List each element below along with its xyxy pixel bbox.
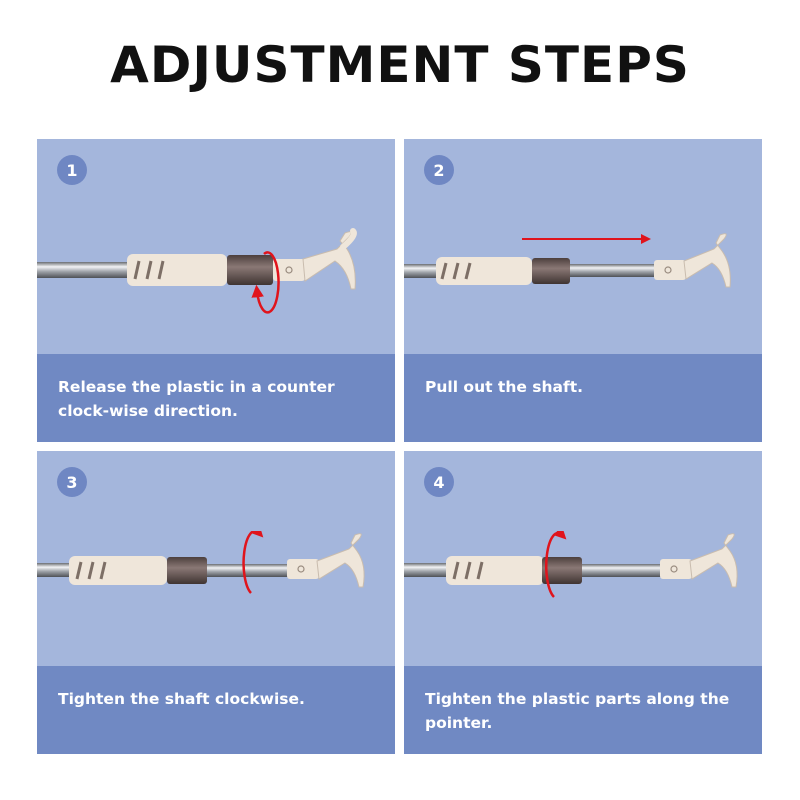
clockwise-rotation-arrow-icon — [545, 531, 567, 598]
step-1-caption: Release the plastic in a counter clock-w… — [37, 354, 395, 442]
step-4-rod-illustration — [404, 531, 738, 598]
step-2-rod-illustration — [404, 233, 731, 288]
step-2-panel: 2 Pull out th — [404, 139, 762, 442]
step-4-panel: 4 Tighten the — [404, 451, 762, 754]
step-3-badge: 3 — [57, 467, 87, 497]
step-3-caption: Tighten the shaft clockwise. — [37, 666, 395, 754]
step-4-badge: 4 — [424, 467, 454, 497]
step-3-rod-illustration — [37, 531, 365, 594]
step-1-rod-illustration — [37, 228, 357, 314]
step-2-badge: 2 — [424, 155, 454, 185]
step-1-panel: 1 Release the — [37, 139, 395, 442]
step-4-caption: Tighten the plastic parts along the poin… — [404, 666, 762, 754]
step-3-panel: 3 Tighten the — [37, 451, 395, 754]
page-title: ADJUSTMENT STEPS — [110, 36, 690, 94]
counter-clockwise-rotation-arrow-icon — [251, 251, 280, 314]
step-2-caption: Pull out the shaft. — [404, 354, 762, 442]
step-1-badge: 1 — [57, 155, 87, 185]
clockwise-rotation-arrow-icon — [242, 531, 264, 594]
